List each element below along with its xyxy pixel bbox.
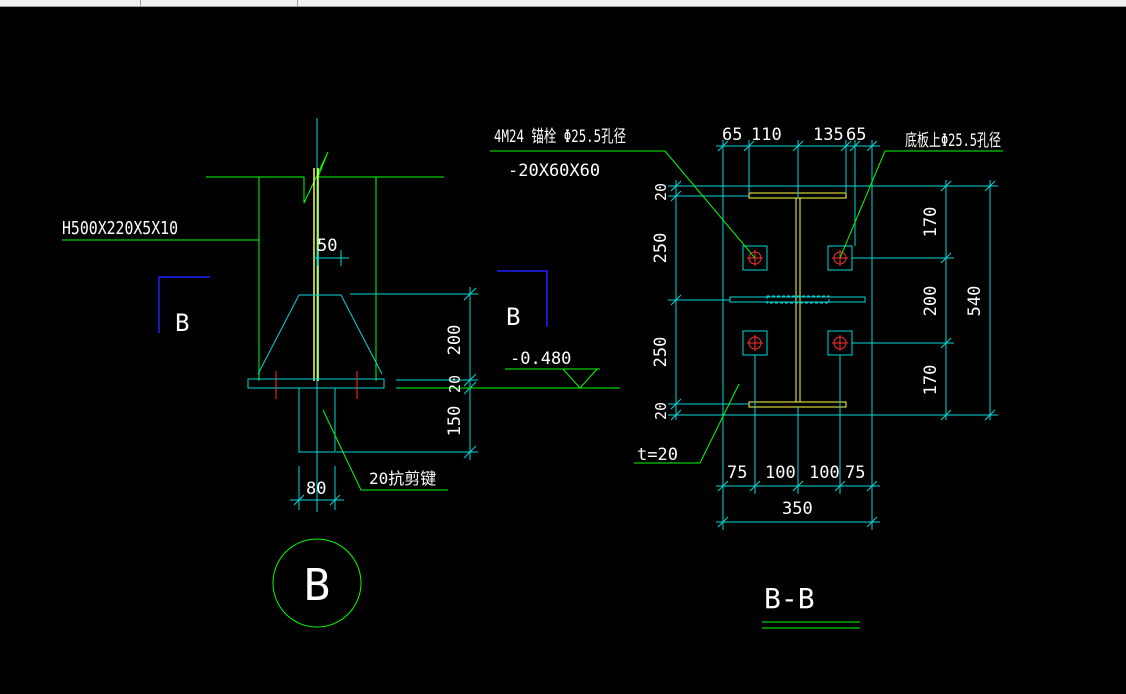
shear-key-leader	[322, 409, 448, 491]
stiffener-plan	[729, 296, 866, 303]
hole-leader	[839, 150, 1003, 259]
plate-thickness-leader	[634, 383, 740, 464]
section-marker-right-label: B	[506, 303, 520, 331]
washer	[742, 245, 768, 271]
detail-circle	[272, 538, 362, 628]
bottom-dim-100-right: 100	[809, 463, 840, 483]
right-dim-170-bottom: 170	[921, 365, 941, 396]
toolbar-segment[interactable]	[0, 0, 141, 6]
bottom-dim-75-right: 75	[845, 463, 865, 483]
bottom-dim-75-left: 75	[727, 463, 747, 483]
left-dim-250-top: 250	[651, 233, 671, 264]
stiffener	[257, 294, 383, 375]
bottom-flange	[748, 401, 847, 408]
dim-80-label: 80	[306, 479, 326, 499]
toolbar-segment[interactable]	[141, 0, 298, 6]
dim-20-label: 20	[446, 375, 464, 393]
detail-mark-label: B	[304, 560, 331, 611]
base-plate-plan	[722, 185, 873, 416]
overall-width-label: 350	[782, 499, 813, 519]
elevation-symbol	[562, 368, 598, 389]
left-dim-20-bottom: 20	[652, 402, 670, 420]
right-dim-170-top: 170	[921, 207, 941, 238]
plate-thickness-label: t=20	[637, 445, 678, 465]
shear-key-plan	[766, 295, 830, 304]
dim-50-label: 50	[317, 236, 337, 256]
bolt-leader	[490, 150, 756, 259]
window-title-bar	[0, 0, 1126, 7]
top-dim-65-left: 65	[722, 125, 742, 145]
hole-label: 底板上Φ25.5孔径	[905, 131, 1001, 151]
elevation-label: -0.480	[510, 349, 571, 369]
left-dim-250-bottom: 250	[651, 337, 671, 368]
washer-label: -20X60X60	[508, 161, 600, 181]
section-b-b-labels: 4M24 锚栓 Φ25.5孔径 -20X60X60 底板上Φ25.5孔径 65 …	[494, 125, 1001, 615]
bottom-dim-100-left: 100	[765, 463, 796, 483]
right-dim-200: 200	[921, 286, 941, 317]
left-view-labels: H500X220X5X10 50 B B 200 20 150 -0.480 2…	[62, 218, 571, 611]
top-dim-135: 135	[813, 125, 844, 145]
shear-key	[298, 387, 336, 453]
section-title: B-B	[764, 582, 815, 615]
section-marker-left	[158, 276, 210, 333]
dim-150-label: 150	[445, 406, 465, 437]
top-dim-110: 110	[751, 125, 782, 145]
bolt-label: 4M24 锚栓 Φ25.5孔径	[494, 127, 626, 147]
shear-key-label: 20抗剪键	[369, 469, 436, 488]
left-dim-20-top: 20	[652, 183, 670, 201]
break-line	[206, 151, 444, 204]
left-elevation-view	[62, 118, 620, 628]
section-b-b-view	[490, 140, 1003, 629]
top-dim-65-right: 65	[846, 125, 866, 145]
overall-height-label: 540	[965, 286, 985, 317]
section-marker-left-label: B	[175, 309, 189, 337]
base-plate	[247, 378, 385, 389]
member-label: H500X220X5X10	[62, 218, 178, 239]
section-marker-right	[497, 270, 548, 327]
dim-200-label: 200	[445, 325, 465, 356]
